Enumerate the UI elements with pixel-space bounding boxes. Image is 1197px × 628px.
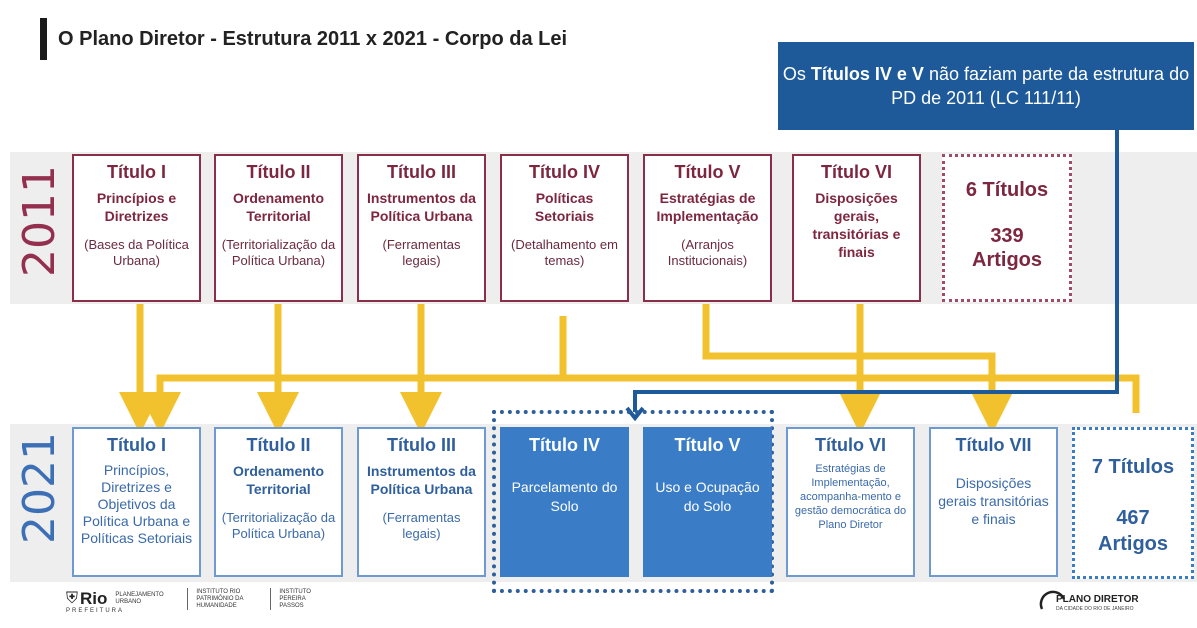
note-bold: Títulos IV e V	[810, 64, 924, 84]
footer-divider	[187, 588, 189, 610]
box-heading: Título III	[387, 162, 456, 182]
arrow-to-summary	[563, 374, 1140, 413]
box-heading: Título VI	[815, 435, 886, 455]
box-heading: Título IV	[529, 435, 600, 455]
arrow-t4	[139, 316, 567, 434]
box-note: (Arranjos Institucionais)	[667, 237, 748, 268]
box-note: Parcelamento do Solo	[511, 479, 618, 514]
box-2011-titulo-iii: Título III Instrumentos da Política Urba…	[357, 154, 486, 302]
box-heading: Título II	[246, 435, 311, 455]
box-heading: Título VII	[955, 435, 1032, 455]
box-subtitle: Ordenamento Territorial	[232, 190, 324, 224]
logo-planejamento: PLANEJAMENTO URBANO	[115, 592, 164, 605]
box-2011-titulo-vi: Título VI Disposições gerais, transitóri…	[792, 154, 921, 302]
box-2011-titulo-v: Título V Estratégias de Implementação (A…	[643, 154, 772, 302]
rio-logo: ⛨ Rio	[66, 589, 107, 609]
box-heading: Título V	[674, 162, 741, 182]
box-note: Disposições gerais transitórias e finais	[938, 475, 1049, 527]
summary-titulos: 6 Títulos	[965, 179, 1049, 201]
box-subtitle: Instrumentos da Política Urbana	[367, 463, 476, 497]
box-2021-titulo-iii: Título III Instrumentos da Política Urba…	[357, 427, 486, 577]
box-subtitle: Disposições gerais, transitórias e finai…	[812, 190, 901, 260]
footer-divider	[270, 588, 272, 610]
summary-2011: 6 Títulos 339 Artigos	[942, 154, 1072, 302]
box-subtitle: Estratégias de Implementação	[656, 190, 759, 224]
title-accent-bar	[40, 18, 47, 60]
box-note: (Ferramentas legais)	[382, 237, 461, 268]
box-note: Uso e Ocupação do Solo	[655, 479, 760, 514]
box-2021-titulo-ii: Título II Ordenamento Territorial (Terri…	[214, 427, 343, 577]
rio-crest-icon: ⛨	[66, 590, 79, 607]
prefeitura-label: PREFEITURA	[66, 608, 125, 614]
box-heading: Título I	[107, 435, 166, 455]
box-2021-titulo-vii: Título VII Disposições gerais transitóri…	[929, 427, 1058, 577]
box-note: Estratégias de Implementação, acompanha-…	[794, 463, 907, 531]
box-subtitle: Políticas Setoriais	[534, 190, 595, 224]
arrow-t5	[702, 304, 1013, 434]
box-2021-titulo-vi: Título VI Estratégias de Implementação, …	[786, 427, 915, 577]
summary-2021: 7 Títulos 467 Artigos	[1072, 427, 1194, 579]
box-heading: Título II	[246, 162, 311, 182]
box-note: Princípios, Diretrizes e Objetivos da Po…	[80, 462, 193, 546]
footer-logos: ⛨ Rio PREFEITURA PLANEJAMENTO URBANO INS…	[66, 586, 327, 614]
box-note: (Detalhamento em temas)	[511, 237, 618, 268]
plano-diretor-wordmark: PLANO DIRETOR	[1056, 594, 1139, 605]
box-2021-titulo-v: Título V Uso e Ocupação do Solo	[643, 427, 772, 577]
logo-ipp: INSTITUTO PEREIRA PASSOS	[279, 588, 311, 609]
summary-titulos: 7 Títulos	[1091, 456, 1175, 478]
plano-diretor-subtitle: DA CIDADE DO RIO DE JANEIRO	[1056, 606, 1134, 612]
box-subtitle: Ordenamento Territorial	[232, 463, 324, 497]
box-note: (Ferramentas legais)	[382, 510, 461, 541]
note-box: Os Títulos IV e V não faziam parte da es…	[778, 42, 1194, 130]
box-subtitle: Princípios e Diretrizes	[96, 190, 177, 224]
box-note: (Territorialização da Política Urbana)	[221, 237, 336, 268]
box-2011-titulo-i: Título I Princípios e Diretrizes (Bases …	[72, 154, 201, 302]
logo-irph: INSTITUTO RIO PATRIMÔNIO DA HUMANIDADE	[196, 588, 244, 609]
plano-diretor-logo: PLANO DIRETOR DA CIDADE DO RIO DE JANEIR…	[1038, 585, 1158, 617]
box-heading: Título III	[387, 435, 456, 455]
summary-artigos: 339 Artigos	[972, 225, 1042, 271]
summary-artigos: 467 Artigos	[1098, 507, 1168, 555]
new-titles-highlight	[492, 410, 774, 593]
arrow-note	[633, 130, 1119, 412]
box-note: (Bases da Política Urbana)	[84, 237, 189, 268]
box-subtitle: Instrumentos da Política Urbana	[367, 190, 476, 224]
box-2011-titulo-iv: Título IV Políticas Setoriais (Detalhame…	[500, 154, 629, 302]
box-heading: Título VI	[821, 162, 892, 182]
box-2021-titulo-iv: Título IV Parcelamento do Solo	[500, 427, 629, 577]
box-2011-titulo-ii: Título II Ordenamento Territorial (Terri…	[214, 154, 343, 302]
note-prefix: Os	[782, 64, 811, 84]
note-rest: não faziam parte da estrutura do PD de 2…	[891, 64, 1190, 108]
box-note: (Territorialização da Política Urbana)	[221, 510, 336, 541]
box-heading: Título IV	[529, 162, 600, 182]
box-heading: Título V	[674, 435, 741, 455]
box-heading: Título I	[107, 162, 166, 182]
box-2021-titulo-i: Título I Princípios, Diretrizes e Objeti…	[72, 427, 201, 577]
plano-diretor-arc-icon	[1039, 590, 1066, 610]
page-title: O Plano Diretor - Estrutura 2011 x 2021 …	[58, 28, 568, 50]
rio-wordmark: Rio	[80, 589, 108, 608]
